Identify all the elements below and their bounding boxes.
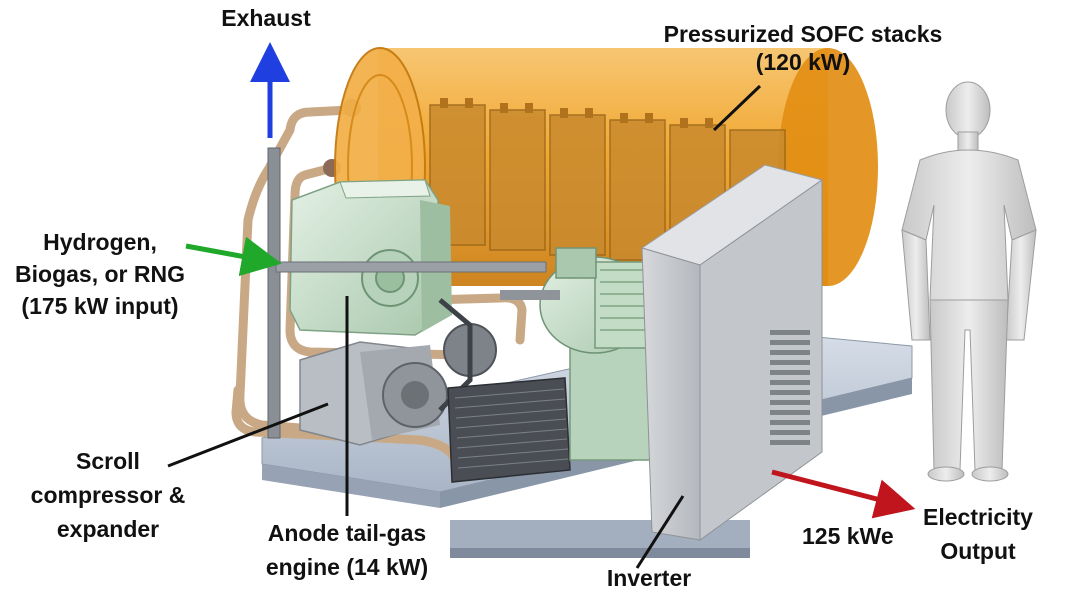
scroll-label-line1: Scroll: [76, 448, 140, 474]
anode-tail-gas-engine: [275, 179, 547, 336]
radiator: [447, 377, 571, 483]
inverter-leader-line: [635, 495, 685, 569]
sofc-label: Pressurized SOFC stacks (120 kW): [640, 20, 966, 76]
fuel-input-line1: Hydrogen,: [43, 229, 157, 255]
scroll-leader-line: [167, 402, 329, 468]
engine-label-line1: Anode tail-gas: [267, 520, 427, 546]
exhaust-label: Exhaust: [221, 5, 311, 31]
scroll-label-line3: expander: [56, 516, 160, 542]
scroll-label-line2: compressor &: [30, 482, 186, 508]
electricity-output-line2: Output: [940, 538, 1016, 564]
sofc-label-line1: Pressurized SOFC stacks: [663, 21, 943, 47]
human-scale-figure: [901, 81, 1037, 482]
electricity-output-label: Electricity Output: [908, 500, 1048, 568]
fuel-input-line2: Biogas, or RNG: [15, 261, 185, 287]
scroll-label: Scroll compressor & expander: [10, 444, 206, 546]
fuel-input-label: Hydrogen, Biogas, or RNG (175 kW input): [2, 226, 198, 322]
sofc-leader-line: [712, 84, 762, 132]
fuel-input-line3: (175 kW input): [21, 293, 179, 319]
fuel-input-arrow: [185, 236, 282, 277]
engine-label: Anode tail-gas engine (14 kW): [244, 516, 450, 584]
inverter-label: Inverter: [606, 565, 692, 591]
electricity-output-arrow: [771, 469, 916, 519]
inverter-cabinet: [640, 164, 824, 541]
power-output-label: 125 kWe: [802, 523, 894, 549]
sofc-system-diagram: Exhaust Pressurized SOFC stacks (120 kW)…: [2, 5, 1048, 591]
engine-label-line2: engine (14 kW): [265, 554, 429, 580]
exhaust-pipe: [267, 147, 281, 439]
electricity-output-line1: Electricity: [923, 504, 1033, 530]
sofc-label-line2: (120 kW): [755, 49, 851, 75]
diagram-canvas: [167, 42, 1037, 569]
